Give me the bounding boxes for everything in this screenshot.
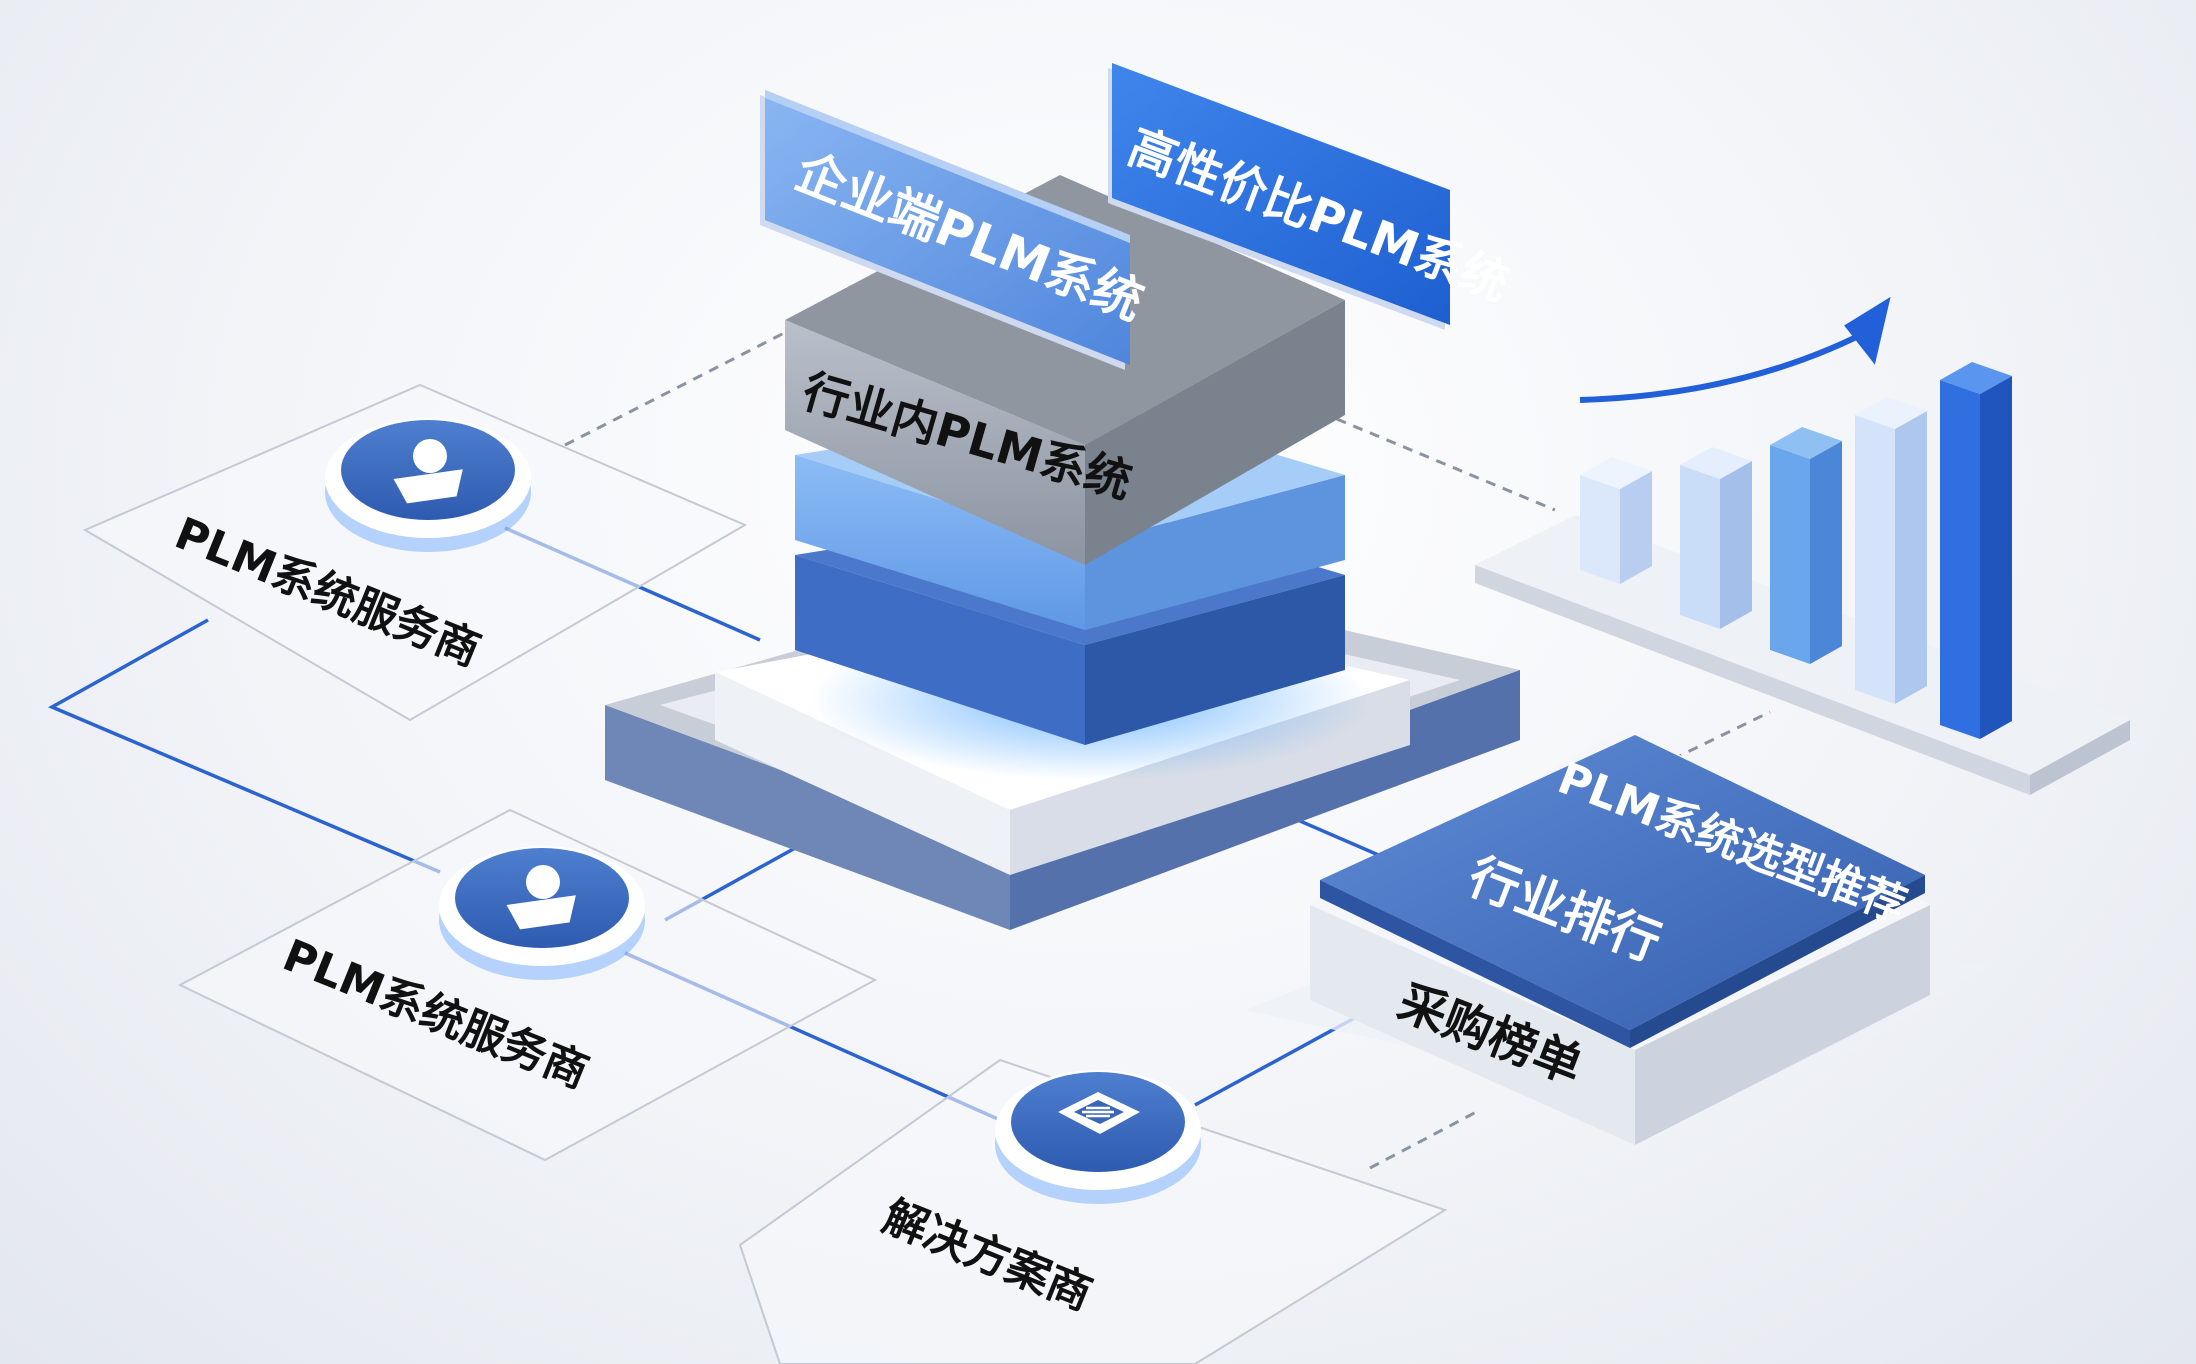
growth-bars [1580,362,2012,739]
growth-bar-5 [1940,362,2012,739]
banner-value-plm[interactable] [1108,63,1450,330]
ranking-block[interactable] [1245,725,1990,1145]
growth-bar-3 [1770,427,1842,664]
person-icon [393,439,463,504]
growth-bar-1 [1580,457,1652,584]
connector-left-rail [48,618,441,874]
provider-panel-1[interactable] [82,383,748,722]
banner-enterprise-plm[interactable] [760,90,1130,370]
growth-bar-2 [1680,447,1752,629]
document-icon [1058,1092,1140,1134]
growth-chart [1475,296,2130,795]
provider-panel-2[interactable] [177,808,878,1162]
connector-solution-to-ranking [1194,1013,1361,1107]
trend-up-arrow-icon [1579,322,1882,403]
growth-bar-4 [1855,397,1927,704]
provider-panel-3[interactable] [738,1058,1448,1364]
ranking-block-top [1320,735,1925,1030]
trend-arrow-head [1844,296,1891,365]
person-icon [506,865,576,930]
